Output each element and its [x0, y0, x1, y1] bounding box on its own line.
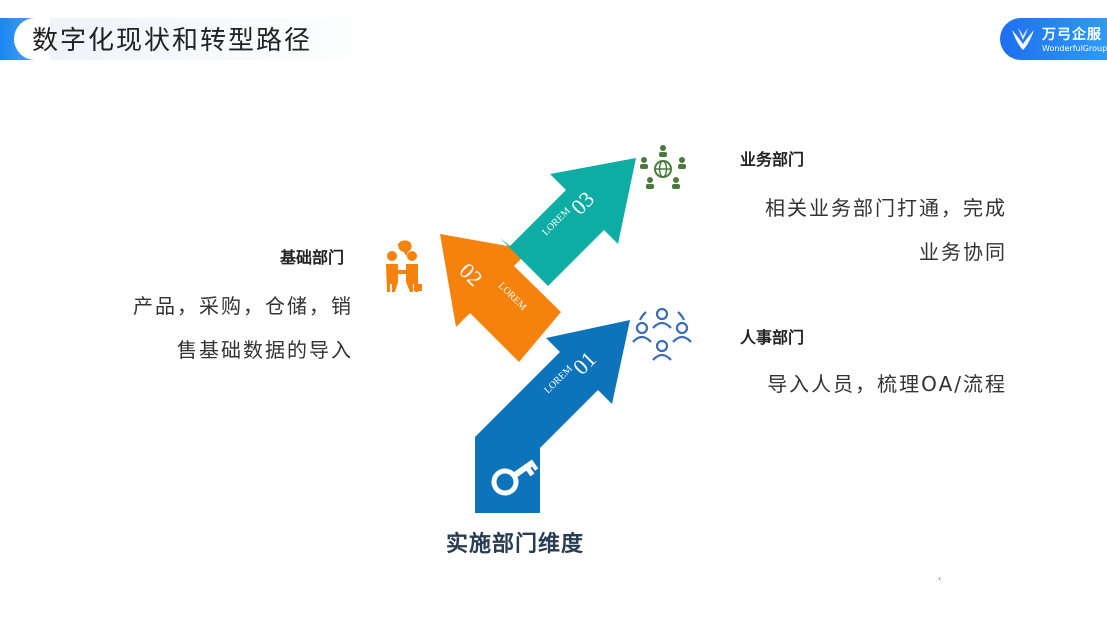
footnote-mark: ‹	[938, 574, 942, 583]
title-background	[36, 18, 396, 60]
page-title: 数字化现状和转型路径	[32, 26, 313, 56]
base-dept-description: 产品，采购，仓储，销 售基础数据的导入	[133, 284, 353, 372]
arrow-03: 03 LOREM	[500, 158, 636, 286]
arrow-03-shape	[500, 158, 636, 286]
title-accent-cut	[14, 18, 50, 60]
brand-logo: 万弓企服 WonderfulGroup	[1000, 18, 1107, 60]
business-dept-line-2: 业务协同	[919, 240, 1007, 264]
business-dept-line-1: 相关业务部门打通，完成	[765, 196, 1007, 220]
base-dept-line-1: 产品，采购，仓储，销	[133, 294, 353, 318]
title-bar: 数字化现状和转型路径 万弓企服 WonderfulGroup	[0, 0, 1107, 78]
hr-dept-line-1: 导入人员，梳理OA/流程	[767, 372, 1007, 396]
global-network-icon	[640, 145, 686, 189]
team-people-icon	[632, 307, 692, 361]
business-dept-description: 相关业务部门打通，完成 业务协同	[765, 186, 1007, 274]
hr-dept-title: 人事部门	[740, 328, 805, 347]
arrow-01: 01 LOREM	[475, 320, 630, 513]
business-handshake-icon	[386, 240, 422, 292]
hr-dept-description: 导入人员，梳理OA/流程	[767, 362, 1007, 406]
base-dept-line-2: 售基础数据的导入	[177, 338, 353, 362]
arrow-02: 02 LOREM	[440, 234, 563, 362]
base-dept-title: 基础部门	[280, 248, 345, 267]
arrow-01-shape	[475, 320, 630, 513]
key-icon	[491, 459, 539, 496]
v-leaf-logo-icon	[1012, 28, 1034, 50]
logo-name-cn: 万弓企服	[1042, 27, 1102, 43]
arrow-02-shape	[440, 234, 563, 362]
business-dept-title: 业务部门	[740, 150, 805, 169]
diagram-caption: 实施部门维度	[446, 531, 585, 557]
logo-name-en: WonderfulGroup	[1042, 44, 1107, 53]
